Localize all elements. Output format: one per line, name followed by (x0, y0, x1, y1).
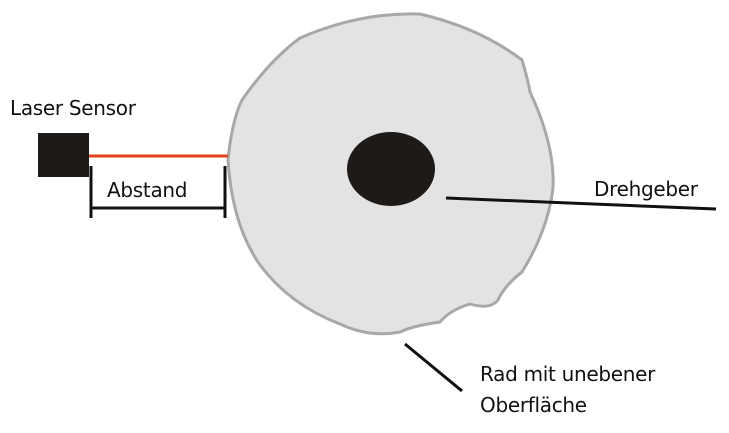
distance-bracket (89, 166, 227, 218)
wheel-label-line-1: Rad mit unebener (480, 362, 656, 386)
wheel-label-line-2: Oberfläche (480, 393, 587, 417)
distance-label: Abstand (107, 178, 188, 202)
wheel-pointer-line (404, 342, 463, 393)
wheel-hub (347, 132, 435, 206)
laser-sensor-label: Laser Sensor (10, 96, 136, 120)
wheel-label: Rad mit unebener Oberfläche (480, 359, 655, 421)
encoder-line (445, 196, 717, 211)
encoder-label: Drehgeber (594, 177, 698, 201)
laser-sensor-box (38, 133, 89, 177)
